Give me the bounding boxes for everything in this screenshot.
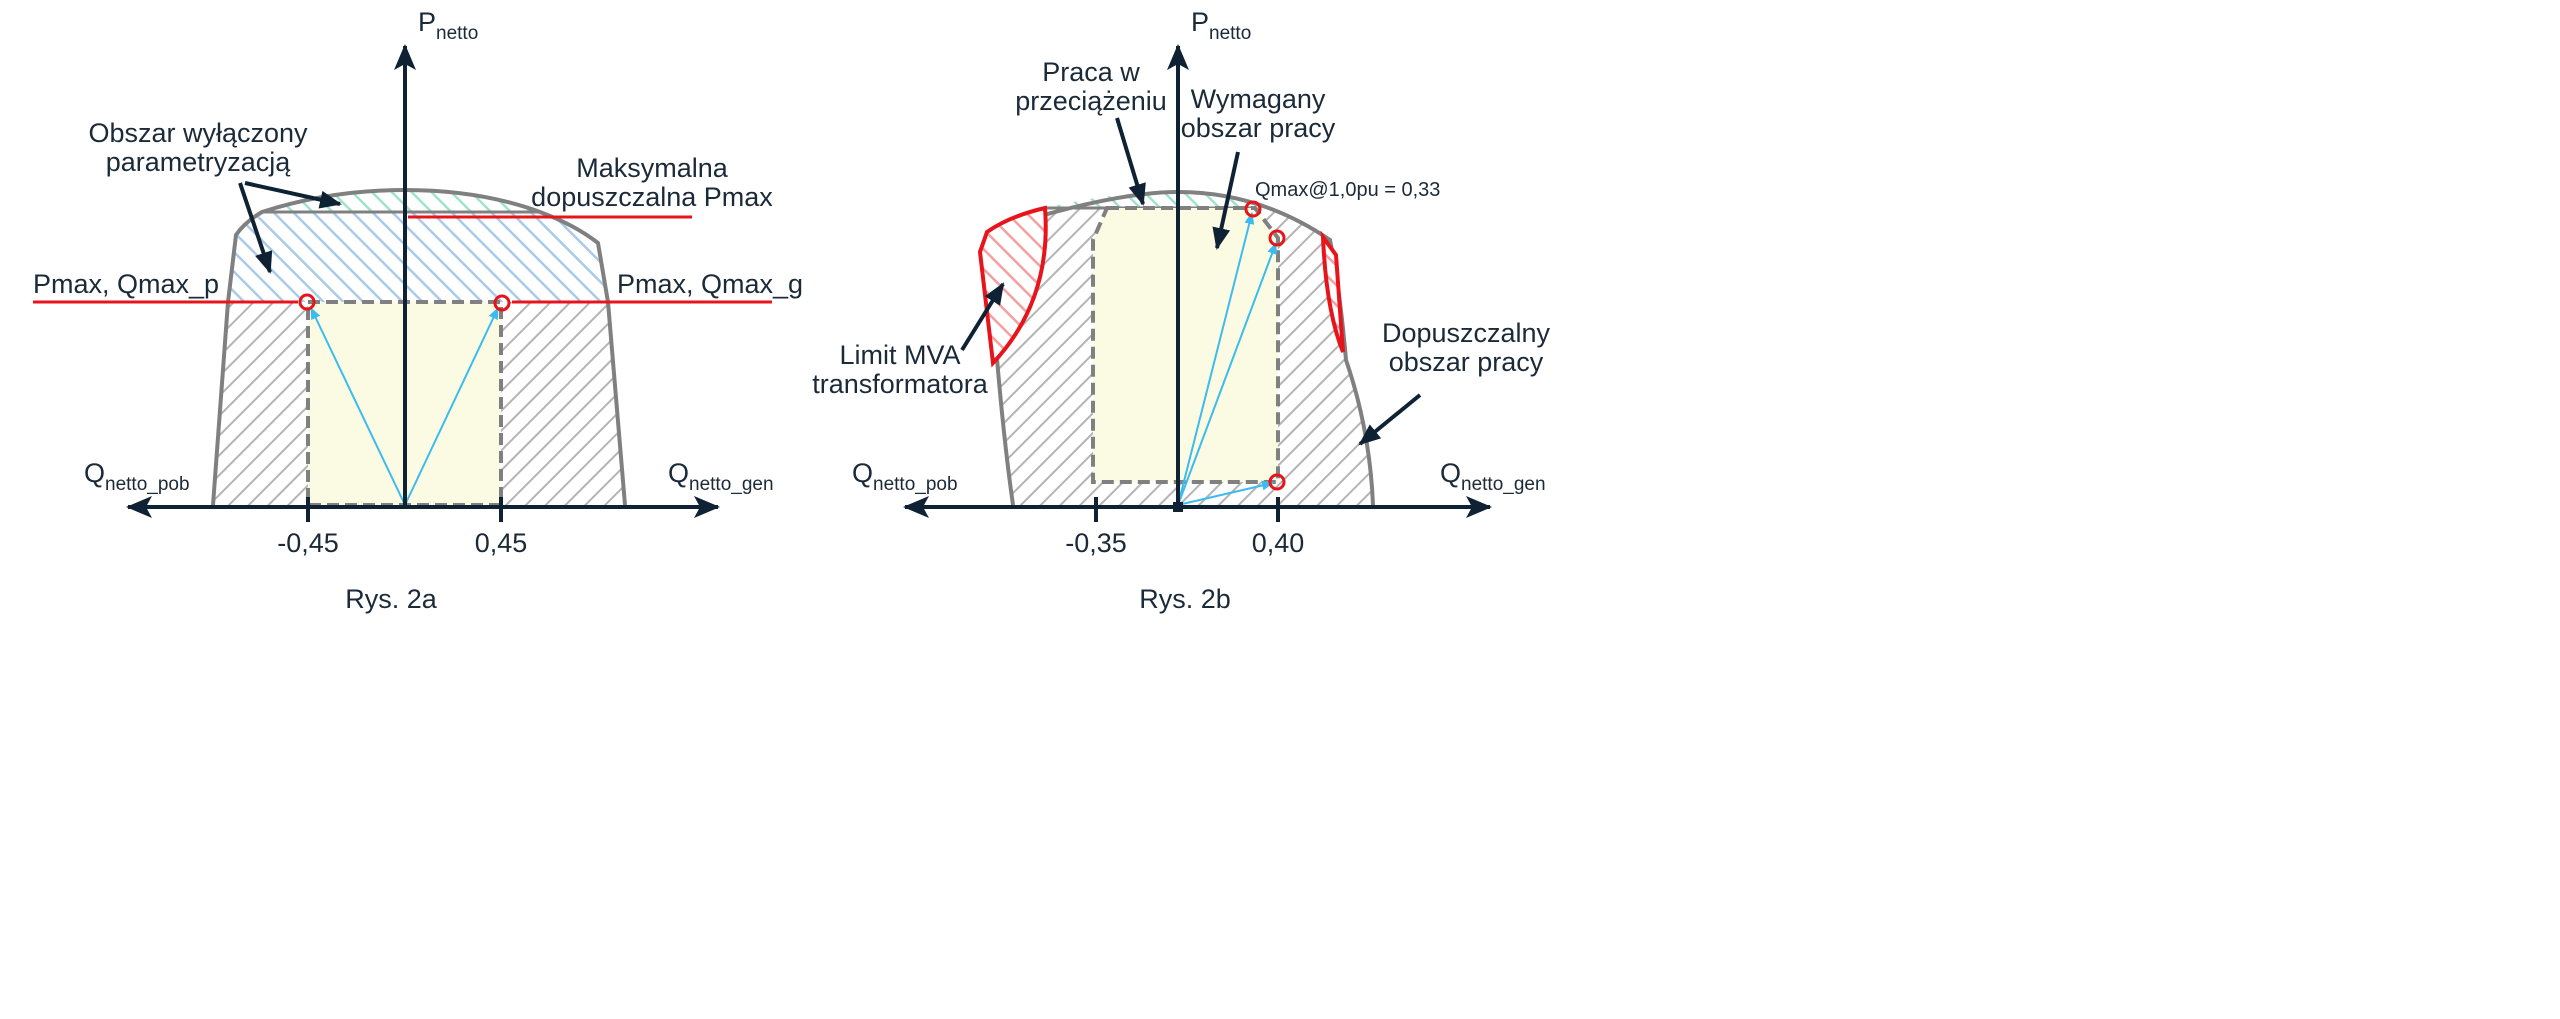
vector	[1177, 212, 1255, 506]
q-axis-left-label: Qnetto_pob	[84, 458, 190, 495]
figure-2a: Pnetto Qnetto_pob Qnetto_gen -0,45 0,45 …	[33, 7, 803, 614]
limit-left-label: Pmax, Qmax_p	[33, 269, 219, 299]
vector	[1177, 480, 1274, 506]
max-pmax-label: Maksymalna	[576, 153, 729, 183]
max-pmax-label: dopuszczalna Pmax	[531, 182, 773, 212]
excluded-region-blue	[228, 212, 608, 302]
vector-right	[404, 307, 499, 506]
vector-left	[310, 307, 406, 506]
overload-label: przeciążeniu	[1015, 86, 1167, 116]
figure-2b: Pnetto Qnetto_pob Qnetto_gen -0,35 0,40 …	[812, 7, 1550, 614]
caption: Rys. 2b	[1139, 584, 1231, 614]
allowed-label: Dopuszczalny	[1382, 318, 1551, 348]
mva-label: transformatora	[812, 369, 989, 399]
limit-point	[1244, 200, 1262, 218]
allowed-label: obszar pracy	[1389, 347, 1544, 377]
required-region	[1091, 206, 1280, 484]
callout-arrow	[244, 181, 342, 209]
callout-arrow	[1115, 117, 1146, 206]
limit-point-right	[493, 294, 511, 312]
mva-limit-left	[977, 205, 1048, 368]
callout-arrow	[960, 282, 1005, 352]
origin-marker	[1173, 502, 1183, 512]
required-label: obszar pracy	[1181, 113, 1336, 143]
excluded-label: parametryzacją	[106, 147, 292, 177]
overload-region	[1045, 192, 1260, 208]
callout-arrow	[238, 182, 273, 274]
callout-arrow	[1358, 393, 1422, 446]
required-label: Wymagany	[1191, 84, 1326, 114]
p-axis-label: Pnetto	[418, 7, 478, 44]
q-axis-right-label: Qnetto_gen	[668, 458, 774, 495]
callout-arrow	[1212, 151, 1240, 250]
q-axis-left-label: Qnetto_pob	[852, 458, 958, 495]
vector	[1177, 242, 1277, 506]
qmax-label: Qmax@1,0pu = 0,33	[1255, 179, 1440, 201]
limit-point-left	[298, 293, 316, 311]
excluded-label: Obszar wyłączony	[88, 118, 308, 148]
mva-label: Limit MVA	[839, 340, 960, 370]
caption: Rys. 2a	[345, 584, 438, 614]
q-axis-right-label: Qnetto_gen	[1440, 458, 1546, 495]
limit-point	[1268, 229, 1286, 247]
limit-point	[1268, 473, 1286, 491]
tick-label: -0,35	[1065, 528, 1127, 558]
mva-limit-right	[1320, 230, 1345, 353]
tick-label: -0,45	[277, 528, 339, 558]
tick-label: 0,40	[1252, 528, 1305, 558]
overload-label: Praca w	[1042, 57, 1140, 87]
tick-label: 0,45	[475, 528, 528, 558]
limit-right-label: Pmax, Qmax_g	[617, 269, 803, 299]
p-axis-label: Pnetto	[1191, 7, 1251, 44]
